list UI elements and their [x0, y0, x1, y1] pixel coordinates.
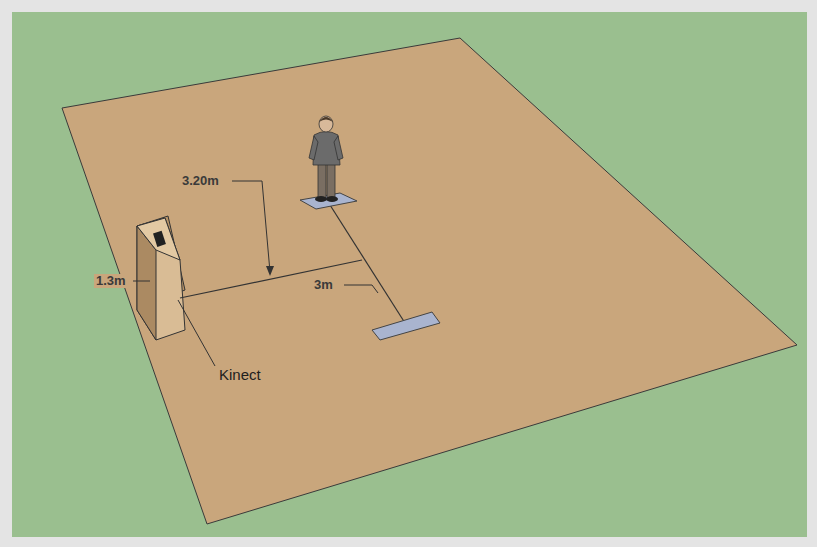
- dimension-label: 1.3m: [94, 274, 128, 288]
- dimension-label: 3.20m: [180, 174, 221, 188]
- stand-front: [137, 218, 185, 340]
- leader-line: [133, 281, 150, 282]
- leader-line: [232, 181, 270, 272]
- leader-line: [178, 300, 215, 366]
- callout-label: Kinect: [217, 367, 263, 384]
- leader-arrowhead: [266, 266, 274, 276]
- dimension-label: 3m: [312, 278, 335, 292]
- distance-line: [180, 260, 362, 298]
- leader-line: [344, 285, 378, 293]
- end-mat: [372, 312, 440, 340]
- kinect-sensor: [153, 231, 166, 247]
- grass-ground: [12, 12, 807, 537]
- floor: [62, 38, 797, 524]
- walk-line: [330, 205, 405, 323]
- stand-top-face: [137, 218, 180, 260]
- person-figure: [309, 116, 343, 202]
